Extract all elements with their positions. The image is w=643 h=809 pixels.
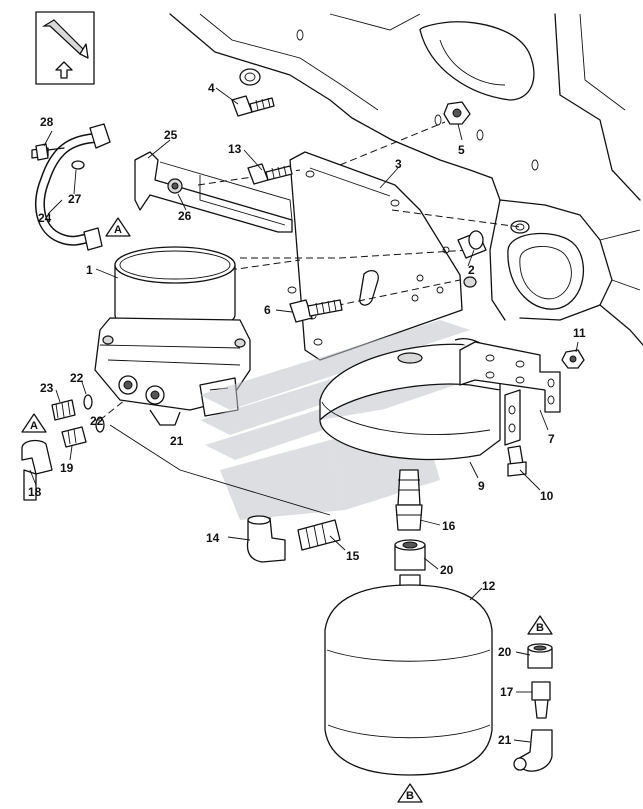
callout-16: 16 <box>442 519 456 533</box>
callout-27: 27 <box>68 192 82 206</box>
callout-23: 23 <box>40 381 54 395</box>
callout-21-detail: 21 <box>498 733 512 747</box>
callout-5: 5 <box>458 143 465 157</box>
spacer-2 <box>457 230 487 288</box>
callout-1: 1 <box>86 263 93 277</box>
reservoir-12 <box>324 574 493 776</box>
callout-4: 4 <box>208 81 215 95</box>
ref-label-a-left: A <box>30 420 38 432</box>
callout-12: 12 <box>482 579 496 593</box>
callout-20-main: 20 <box>440 563 454 577</box>
bracket-7 <box>459 341 561 413</box>
callout-22-lower: 22 <box>90 414 104 428</box>
fitting-16 <box>395 469 423 531</box>
bracket-25 <box>134 151 293 233</box>
callout-18: 18 <box>28 485 42 499</box>
callout-25: 25 <box>164 128 178 142</box>
orientation-symbol <box>35 11 95 85</box>
bolt-13 <box>247 163 293 185</box>
ref-triangle-a-left: A <box>21 413 47 433</box>
callout-15: 15 <box>346 549 360 563</box>
ref-triangle-a-top: A <box>105 217 131 237</box>
callout-11: 11 <box>573 326 586 340</box>
pipe-24 <box>31 123 111 251</box>
clip-27 <box>71 160 85 170</box>
callout-17: 17 <box>500 685 514 699</box>
clamp-band-9 <box>319 338 521 461</box>
callout-20-detail: 20 <box>498 645 512 659</box>
fitting-17-detail <box>531 681 551 719</box>
washer-22b <box>95 417 105 433</box>
bolt-28 <box>35 143 49 161</box>
nut-5 <box>434 101 471 126</box>
callout-7: 7 <box>548 432 555 446</box>
callout-9: 9 <box>478 479 485 493</box>
ref-label-b-detail: B <box>536 622 544 634</box>
fitting-23 <box>51 399 76 421</box>
callout-10: 10 <box>540 489 554 503</box>
adapter-20 <box>394 539 426 571</box>
callout-22-upper: 22 <box>70 371 84 385</box>
bolt-6 <box>289 299 343 323</box>
callout-28: 28 <box>40 115 54 129</box>
ref-label-b-bottom: B <box>406 790 414 802</box>
fitting-15 <box>297 519 341 551</box>
callout-21-leader: 21 <box>170 434 184 448</box>
callout-26: 26 <box>178 209 192 223</box>
callout-14: 14 <box>206 531 220 545</box>
callout-3: 3 <box>395 157 402 171</box>
adapter-20-detail <box>527 643 553 669</box>
elbow-21-detail <box>513 729 553 772</box>
callout-19: 19 <box>60 461 74 475</box>
nut-11 <box>561 349 585 369</box>
callout-2: 2 <box>468 263 475 277</box>
ref-label-a-top: A <box>114 224 122 236</box>
leader-lines <box>29 87 579 743</box>
callout-24: 24 <box>38 211 52 225</box>
engine-block-outline <box>169 13 643 346</box>
air-dryer-1 <box>94 246 251 426</box>
bolt-10 <box>507 445 527 477</box>
bolt-4 <box>231 95 275 117</box>
callout-6: 6 <box>264 303 271 317</box>
fitting-19 <box>61 426 87 448</box>
callout-13: 13 <box>228 142 242 156</box>
elbow-14 <box>246 515 286 563</box>
ref-triangle-b-bottom: B <box>397 783 423 803</box>
ref-triangle-b-detail: B <box>527 615 553 635</box>
washer-22a <box>83 394 93 410</box>
